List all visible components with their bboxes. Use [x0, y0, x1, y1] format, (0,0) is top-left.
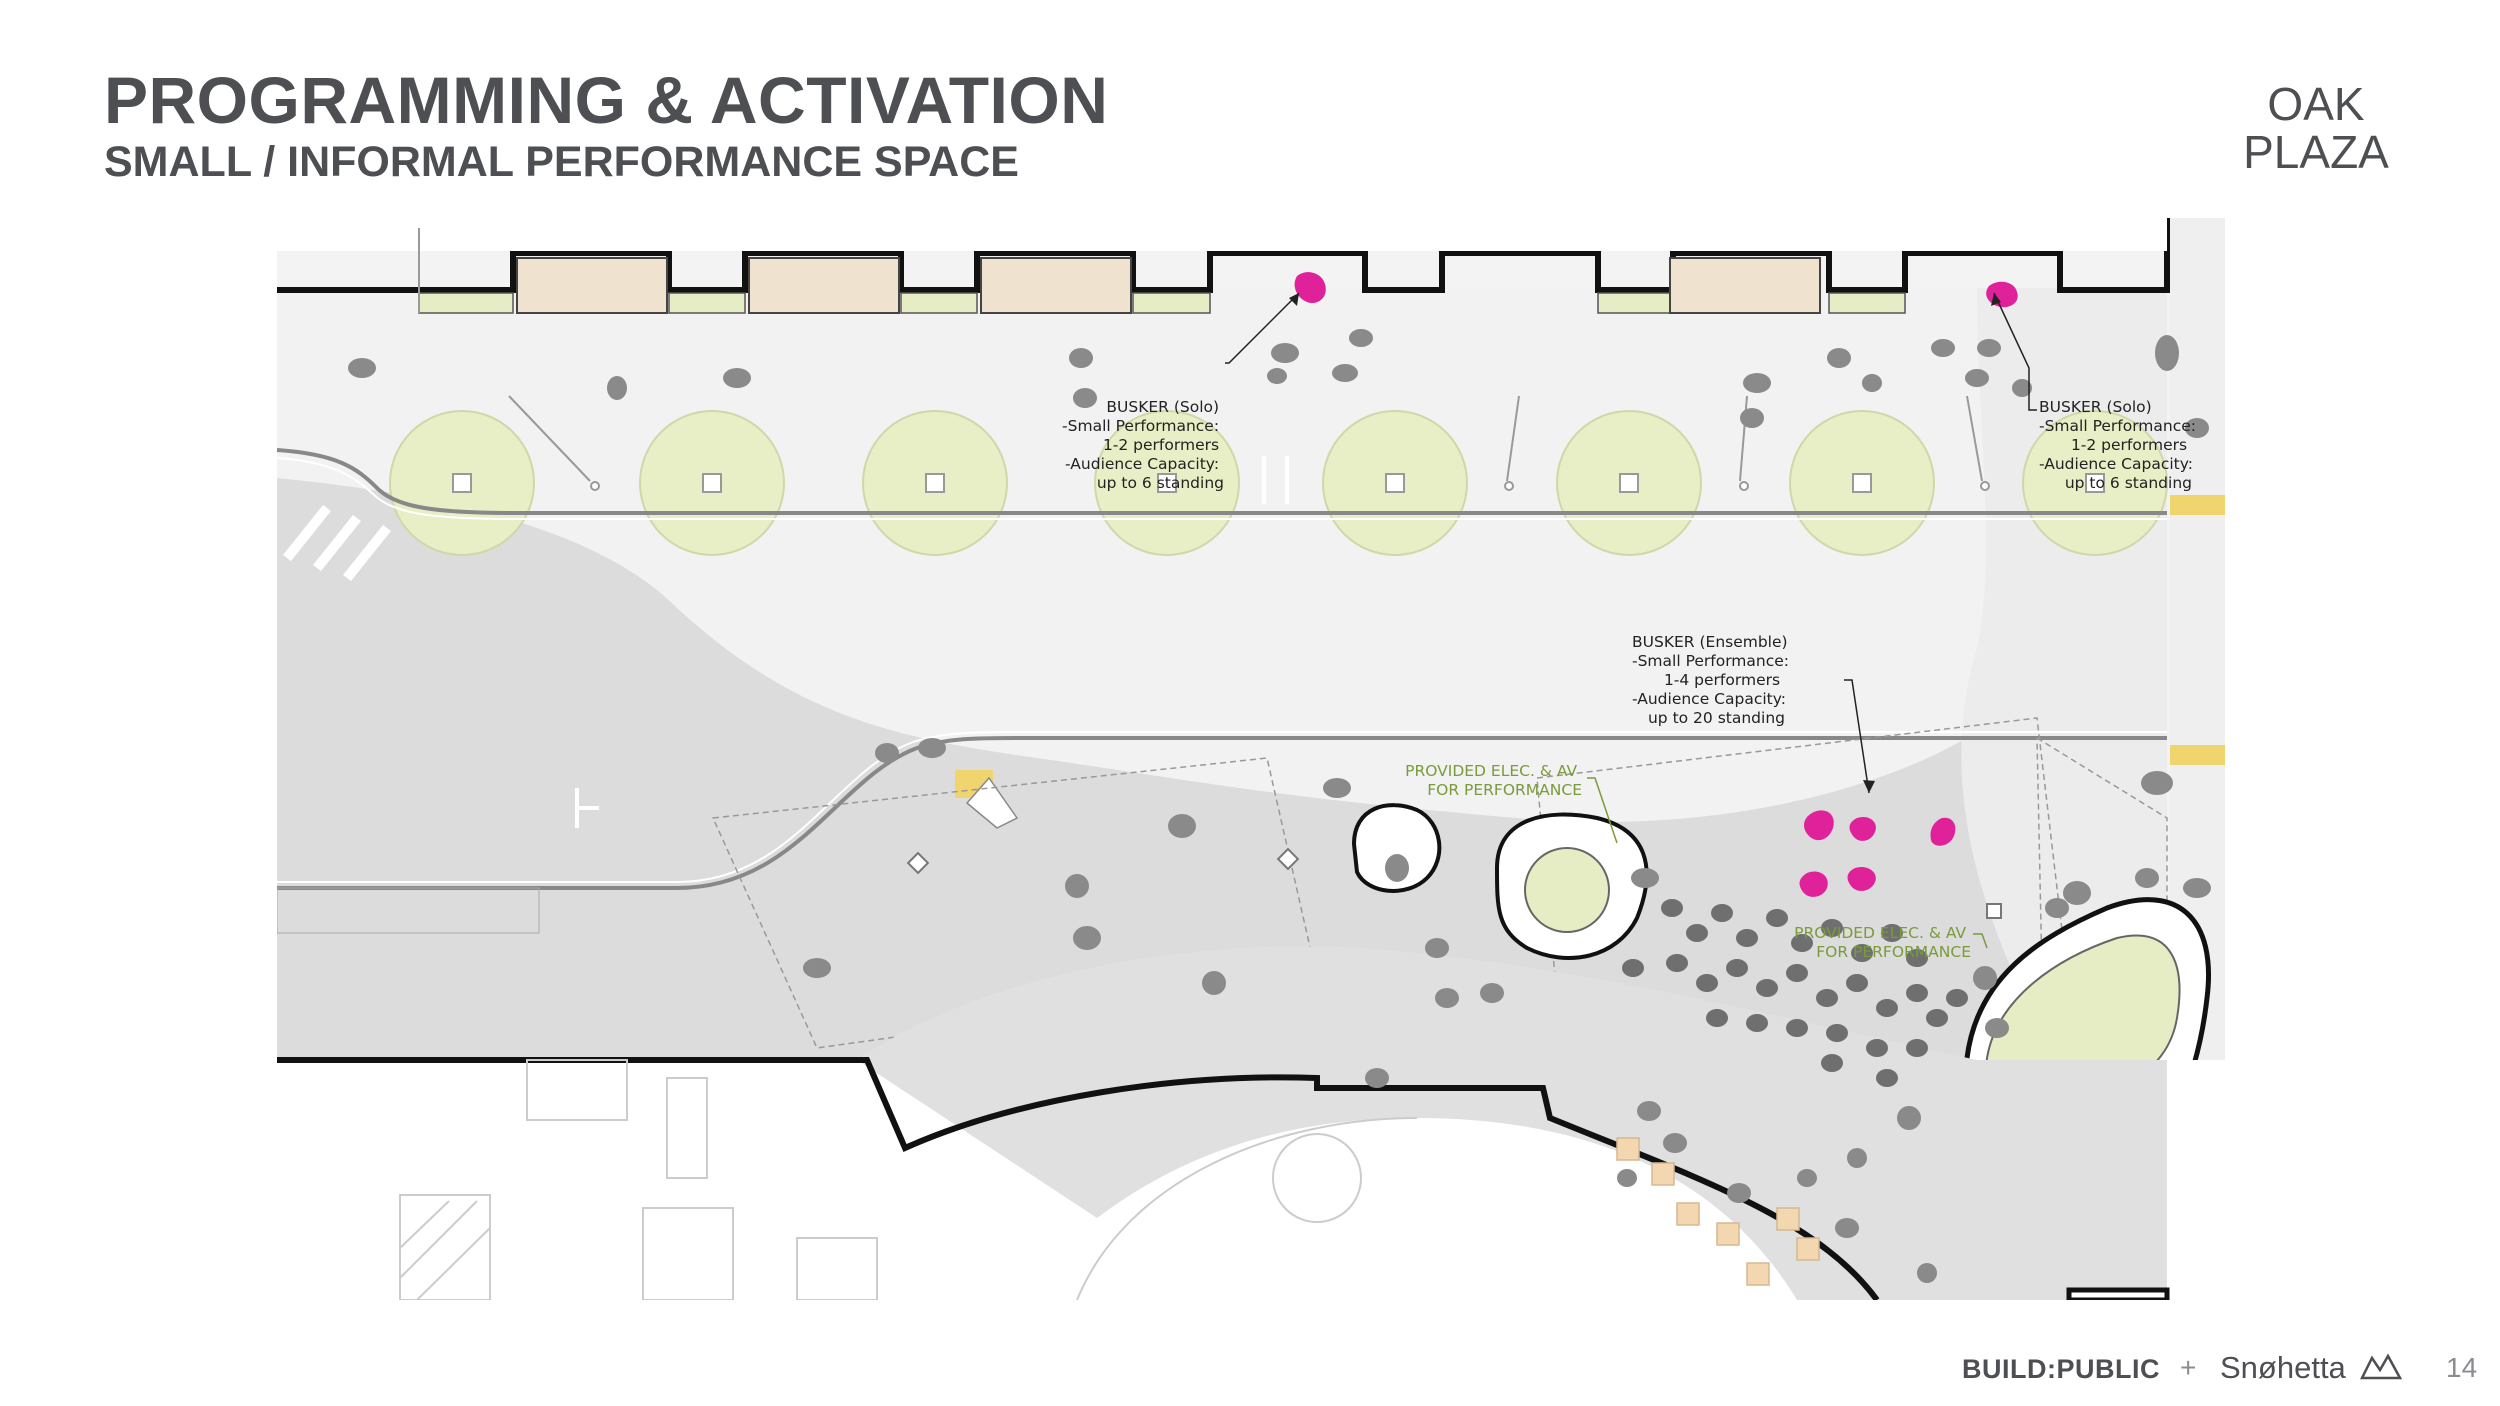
page-title: PROGRAMMING & ACTIVATION: [104, 63, 1109, 137]
callout-elec-av-center: PROVIDED ELEC. & AV FOR PERFORMANCE: [1405, 762, 1582, 799]
callout-leaders: [1225, 292, 2037, 794]
elec-callout-leaders: [1587, 777, 1988, 949]
audience-cluster: [1622, 899, 1968, 1087]
track-line-lower: [277, 736, 2167, 890]
callout-busker-solo-left: BUSKER (Solo) -Small Performance: 1-2 pe…: [1062, 398, 1224, 492]
building-facade-top: [277, 218, 2170, 293]
site-plan-svg: BUSKER (Solo) -Small Performance: 1-2 pe…: [277, 218, 2225, 1300]
footer-plus: +: [2180, 1352, 2197, 1383]
site-name-line1: OAK: [2267, 78, 2365, 130]
site-plan: BUSKER (Solo) -Small Performance: 1-2 pe…: [277, 218, 2225, 1300]
callout-busker-solo-right: BUSKER (Solo) -Small Performance: 1-2 pe…: [2039, 398, 2201, 492]
lower-building-interior: [399, 1059, 1418, 1300]
crosswalk: [283, 504, 391, 582]
page-number: 14: [2446, 1352, 2478, 1383]
build-public-logo: BUILD:PUBLIC: [1962, 1354, 2160, 1384]
cafe-seating: [1616, 1137, 1820, 1286]
callout-elec-av-right: PROVIDED ELEC. & AV FOR PERFORMANCE: [1794, 924, 1971, 961]
snohetta-logo: Snøhetta: [2220, 1350, 2346, 1385]
callout-busker-ensemble: BUSKER (Ensemble) -Small Performance: 1-…: [1632, 633, 1794, 727]
callout-arrowheads: [1289, 293, 2001, 793]
performer-figures: [1294, 272, 2018, 897]
facade-planters: [418, 292, 1906, 314]
site-name-line2: PLAZA: [2243, 126, 2389, 178]
snohetta-mountain-icon: [2360, 1353, 2402, 1380]
wood-benches: [516, 257, 1821, 314]
track-line-upper: [277, 448, 2167, 515]
site-name: OAK PLAZA: [2186, 80, 2446, 176]
crowd-figures: [348, 329, 2211, 1283]
page-subtitle: SMALL / INFORMAL PERFORMANCE SPACE: [104, 138, 1019, 186]
